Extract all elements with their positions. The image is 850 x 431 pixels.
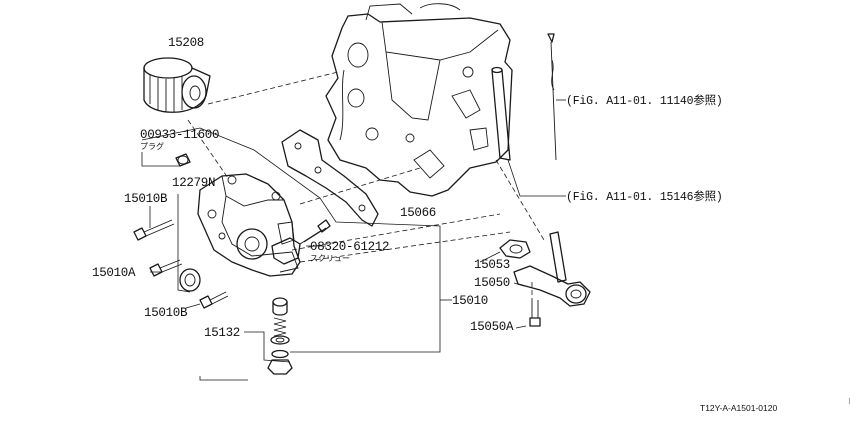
screw-08320-61212 [299,219,331,245]
label-15132: 15132 [204,326,240,340]
label-15066: 15066 [400,206,436,220]
bolt-15010B-upper [133,219,175,241]
dipstick-guide [491,66,511,161]
engine-block [325,3,513,197]
label-08320-61212: 08320-61212 [310,240,389,254]
reference-guide: (FiG. A11-01. 15146参照) [566,189,723,204]
label-screw-note: スクリュー [310,254,350,263]
gasket-15066 [281,129,379,227]
label-15010B-lower: 15010B [144,306,188,320]
label-15010B-upper: 15010B [124,192,168,206]
bolt-15050A [529,300,541,327]
reference-dipstick: (FiG. A11-01. 11140参照) [566,93,723,108]
label-15208: 15208 [168,36,204,50]
label-15050A: 15050A [470,320,514,334]
label-15050: 15050 [474,276,510,290]
label-15010A: 15010A [92,266,136,280]
relief-valve-15132 [267,297,293,375]
oil-strainer-15050 [499,231,591,307]
label-plug-note: プラグ [140,141,164,151]
plug-00933-11600 [175,153,191,167]
oil-filter-15208 [143,57,211,113]
oil-pump-assembly [197,173,301,277]
bolt-15010A [149,259,183,277]
label-00933-11600: 00933-11600 [140,128,219,142]
dipstick [547,33,557,161]
diagram-code: T12Y-A-A1501-0120 [700,403,777,413]
label-12279N: 12279N [172,176,215,190]
oil-seal [179,268,201,292]
label-15010: 15010 [452,294,488,308]
bolt-15010B-lower [199,291,229,309]
leader-lines [141,99,850,404]
label-15053: 15053 [474,258,510,272]
